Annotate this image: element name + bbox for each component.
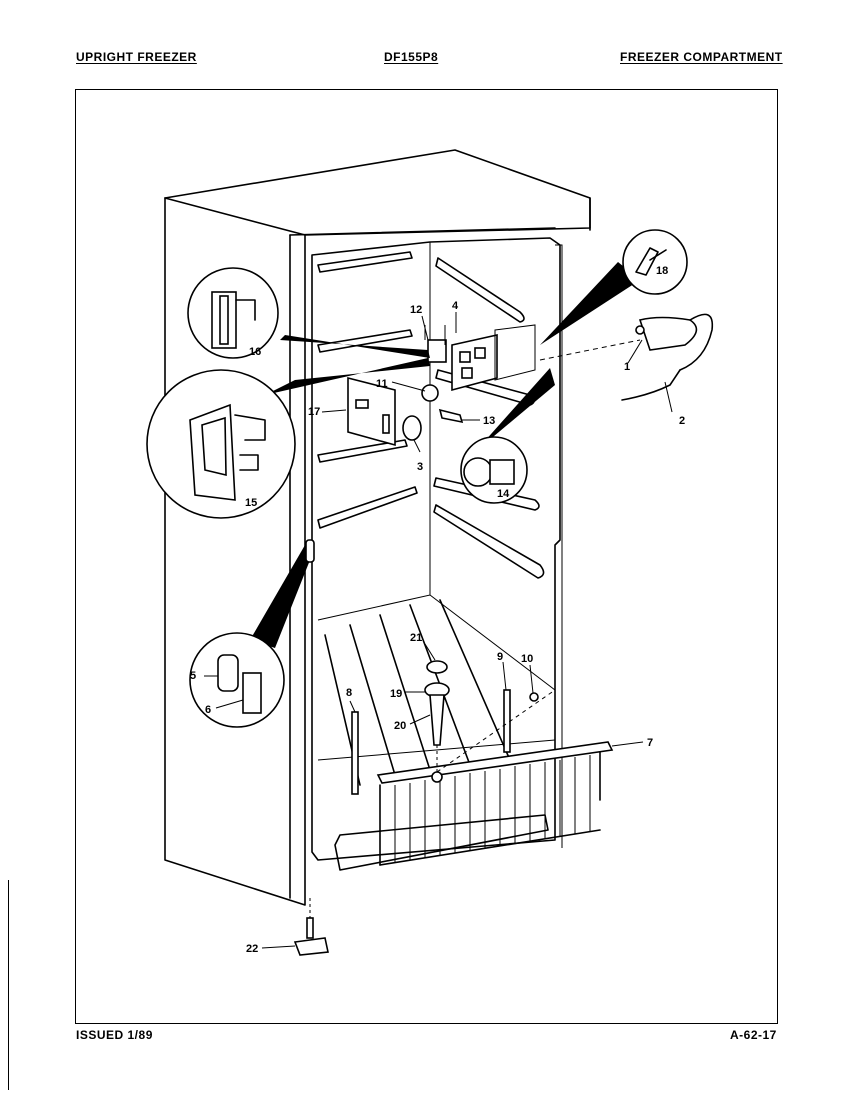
callout-21: 21 [410,632,422,644]
callout-6: 6 [205,704,211,716]
footer-issue-date: ISSUED 1/89 [76,1028,153,1042]
footer-page-code: A-62-17 [730,1028,777,1042]
control-panel [347,324,536,447]
callout-16: 16 [249,346,261,358]
callout-20: 20 [394,720,406,732]
callout-14: 14 [497,488,510,500]
shelf-rails-left [317,251,418,529]
diagram-frame [75,89,778,1024]
switch-callouts [146,267,430,728]
header-section-title: FREEZER COMPARTMENT [620,50,783,64]
inner-liner [311,237,563,861]
callout-numbers: 1 2 3 4 5 6 7 8 9 10 11 12 13 14 15 16 1… [190,265,685,955]
thermostat-assembly [460,229,714,504]
header-title-left: UPRIGHT FREEZER [76,50,197,64]
callout-1: 1 [624,361,630,373]
callout-13: 13 [483,415,495,427]
callout-4: 4 [452,300,459,312]
callout-2: 2 [679,415,685,427]
callout-15: 15 [245,497,257,509]
leveling-leg [293,898,329,956]
callout-11: 11 [376,378,388,390]
callout-10: 10 [521,653,533,665]
callout-19: 19 [390,688,402,700]
callout-17: 17 [308,406,320,418]
door-basket [334,741,614,871]
cabinet-shell [164,149,591,906]
callout-18: 18 [656,265,668,277]
callout-7: 7 [647,737,653,749]
callout-9: 9 [497,651,503,663]
callout-3: 3 [417,461,423,473]
callout-22: 22 [246,943,258,955]
header-model-number: DF155P8 [384,50,439,64]
callout-leaders [204,312,673,949]
callout-5: 5 [190,670,196,682]
callout-12: 12 [410,304,422,316]
margin-rule [8,880,9,1090]
callout-8: 8 [346,687,352,699]
